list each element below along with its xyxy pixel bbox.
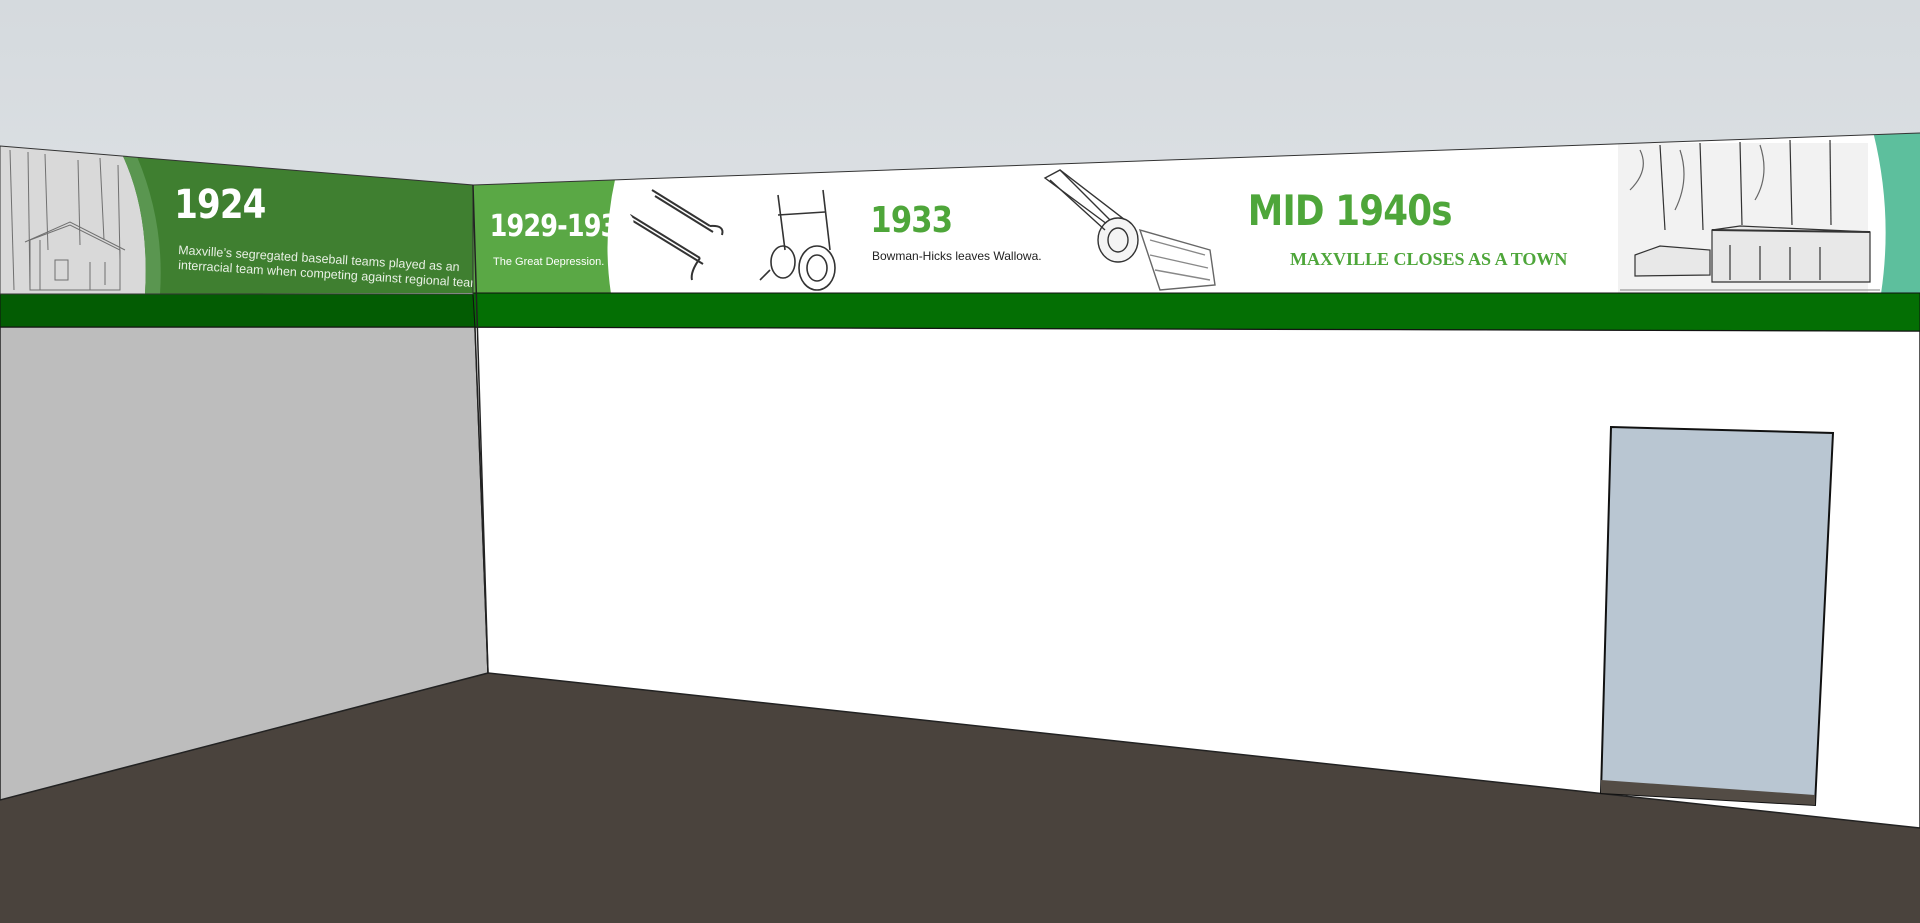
door-threshold — [1601, 780, 1815, 805]
log-sketch — [1043, 169, 1216, 291]
floor — [0, 673, 1920, 923]
year-1924: 1924 — [174, 181, 265, 227]
panel-mid-1940s: MID 1940s MAXVILLE CLOSES AS A TOWN — [1248, 187, 1568, 269]
panel-1933: 1933 Bowman-Hicks leaves Wallowa. — [870, 199, 1041, 263]
caption-1933: Bowman-Hicks leaves Wallowa. — [872, 249, 1042, 263]
year-1929-1939: 1929-1939 — [490, 208, 635, 244]
door[interactable] — [1599, 425, 1835, 807]
wall-corner — [472, 184, 489, 674]
right-panel-outline — [472, 132, 1920, 186]
forest-cabin-sketch — [0, 146, 146, 294]
caption-mid-1940s: MAXVILLE CLOSES AS A TOWN — [1290, 249, 1567, 269]
left-panel-outline — [0, 145, 474, 295]
log-hooks-sketch — [629, 189, 724, 281]
panel-1929-1939: 1929-1939 The Great Depression. — [490, 208, 636, 268]
year-mid-1940s: MID 1940s — [1248, 187, 1452, 235]
year-1933: 1933 — [870, 199, 952, 241]
mill-buildings-sketch — [1618, 139, 1880, 293]
left-green-band — [0, 293, 476, 328]
caption-1929-1939: The Great Depression. — [493, 256, 604, 268]
log-cart-sketch — [759, 189, 836, 291]
left-timeline-panel — [0, 146, 473, 294]
right-green-band — [472, 292, 1920, 332]
